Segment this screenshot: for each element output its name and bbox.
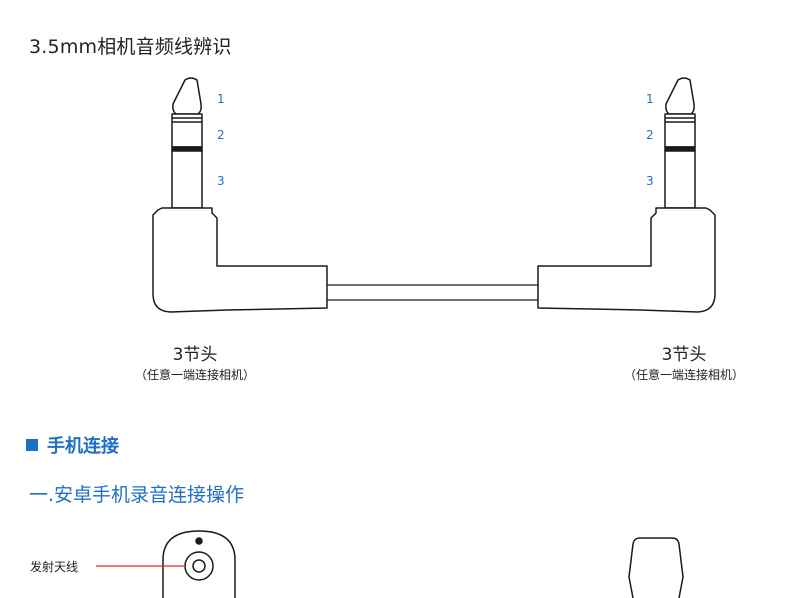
left-segment-3: 3 bbox=[217, 174, 225, 188]
section-heading-text: 手机连接 bbox=[47, 436, 119, 457]
section-subtitle: 一.安卓手机录音连接操作 bbox=[29, 484, 245, 506]
left-segment-1: 1 bbox=[217, 92, 225, 106]
phone-plug-outline bbox=[628, 537, 684, 598]
antenna-label: 发射天线 bbox=[30, 560, 79, 574]
left-plug bbox=[152, 77, 328, 313]
left-plug-label: 3节头 bbox=[172, 345, 218, 365]
square-bullet-icon bbox=[26, 439, 38, 451]
right-segment-3: 3 bbox=[646, 174, 654, 188]
cable bbox=[327, 284, 538, 301]
antenna-device bbox=[162, 530, 236, 598]
left-plug-note: （任意一端连接相机） bbox=[134, 368, 255, 382]
page-title: 3.5mm相机音频线辨识 bbox=[29, 36, 232, 58]
section-heading: 手机连接 bbox=[26, 432, 119, 458]
right-plug-note: （任意一端连接相机） bbox=[623, 368, 744, 382]
left-segment-2: 2 bbox=[217, 128, 225, 142]
right-segment-1: 1 bbox=[646, 92, 654, 106]
right-plug bbox=[537, 77, 716, 313]
right-segment-2: 2 bbox=[646, 128, 654, 142]
right-plug-label: 3节头 bbox=[661, 345, 707, 365]
